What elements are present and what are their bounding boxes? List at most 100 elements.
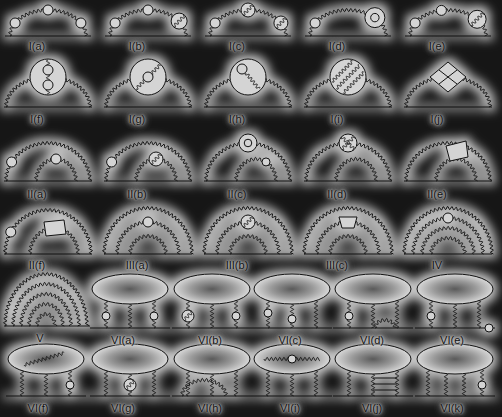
diagram-label: VI(a) [111, 334, 135, 347]
photon-line [477, 299, 480, 328]
lepton-line [4, 326, 90, 327]
photon-line [347, 369, 350, 396]
diagram-label: I(i) [331, 113, 344, 126]
loop-circle [241, 215, 255, 229]
photon-line [314, 369, 317, 396]
photon-line [181, 378, 227, 396]
diagram-label: III(c) [326, 259, 348, 272]
loop-circle [339, 134, 357, 152]
lepton-line [404, 181, 492, 182]
photon-line [303, 207, 394, 254]
loop-circle [10, 18, 20, 28]
photon-line [4, 272, 89, 326]
lepton-line [4, 107, 92, 108]
loop-circle [330, 59, 366, 95]
loop-circle [288, 355, 296, 363]
loop-box [44, 220, 66, 236]
lepton-line [439, 70, 457, 84]
loop-circle [241, 3, 255, 17]
loop-circle [150, 312, 158, 320]
photon-line [235, 157, 278, 181]
loop-circle [107, 157, 117, 167]
diagram-label: VI(k) [440, 402, 463, 415]
loop-circle [149, 152, 163, 166]
diagram-label: II(a) [27, 188, 47, 201]
photon-line [44, 372, 47, 396]
loop-circle [102, 312, 110, 320]
photon-line [5, 142, 92, 181]
diagram-label: IV [432, 259, 442, 272]
diagram-label: I(f) [30, 113, 43, 126]
photon-line [152, 369, 155, 396]
photon-line [184, 311, 192, 321]
loop-circle [43, 65, 53, 75]
loop-circle [232, 312, 240, 320]
photon-line [453, 302, 456, 328]
lepton-line [105, 36, 191, 37]
loop-circle [365, 8, 385, 28]
loop-circle [130, 59, 166, 95]
loop-circle [143, 72, 153, 82]
diagram-label: II(d) [327, 188, 347, 201]
loop-circle [239, 134, 257, 152]
lepton-line [5, 36, 91, 37]
loop-circle [345, 312, 353, 320]
photon-line [335, 157, 378, 181]
photon-line [266, 369, 269, 396]
lepton-line [404, 107, 492, 108]
photon-line [341, 137, 354, 151]
photon-line [430, 237, 467, 254]
photon-line [395, 369, 398, 396]
loop-circle [230, 59, 266, 95]
lepton-line [304, 107, 392, 108]
diagram-label: I(d) [329, 40, 346, 53]
photon-line [136, 65, 161, 90]
loop-circle [244, 139, 252, 147]
lepton-line [439, 70, 457, 84]
diagram-label: I(c) [229, 40, 245, 53]
diagram-label: III(b) [226, 259, 249, 272]
lepton-line [104, 181, 192, 182]
light-by-light-loop [254, 344, 330, 374]
loop-circle [110, 18, 120, 28]
photon-line [151, 155, 162, 165]
loop-circle [76, 18, 86, 28]
loop-circle [6, 227, 16, 237]
photon-line [405, 142, 492, 181]
loop-circle [485, 324, 493, 332]
diagram-label: VI(j) [362, 402, 382, 415]
lepton-line [333, 396, 413, 397]
lepton-line [405, 36, 491, 37]
photon-line [24, 352, 64, 367]
diagram-label: II(c) [228, 188, 247, 201]
loop-circle [171, 13, 187, 29]
diagram-label: I(b) [129, 40, 146, 53]
loop-circle [182, 310, 194, 322]
diagram-lines [4, 3, 495, 396]
photon-line [444, 372, 447, 396]
photon-line [309, 8, 388, 36]
diagram-label: VI(g) [111, 402, 135, 415]
loop-circle [51, 154, 61, 164]
loop-circle [443, 213, 453, 223]
loop-circle [410, 18, 420, 28]
photon-line [409, 8, 488, 36]
photon-line [395, 299, 398, 328]
diagram-label: II(f) [29, 259, 46, 272]
loop-circle [436, 5, 446, 15]
diagram-label: VI(c) [278, 334, 301, 347]
lepton-line [90, 396, 170, 397]
lepton-line [304, 181, 392, 182]
loop-circle [143, 217, 153, 227]
diagram-label: III(a) [126, 259, 149, 272]
light-by-light-loop [8, 344, 84, 374]
lepton-line [204, 181, 292, 182]
light-by-light-loop [417, 344, 493, 374]
lepton-line [373, 384, 397, 385]
light-by-light-loop [174, 274, 250, 304]
lepton-line [172, 396, 252, 397]
diagram-label: VI(f) [28, 402, 49, 415]
photon-line [203, 207, 294, 254]
